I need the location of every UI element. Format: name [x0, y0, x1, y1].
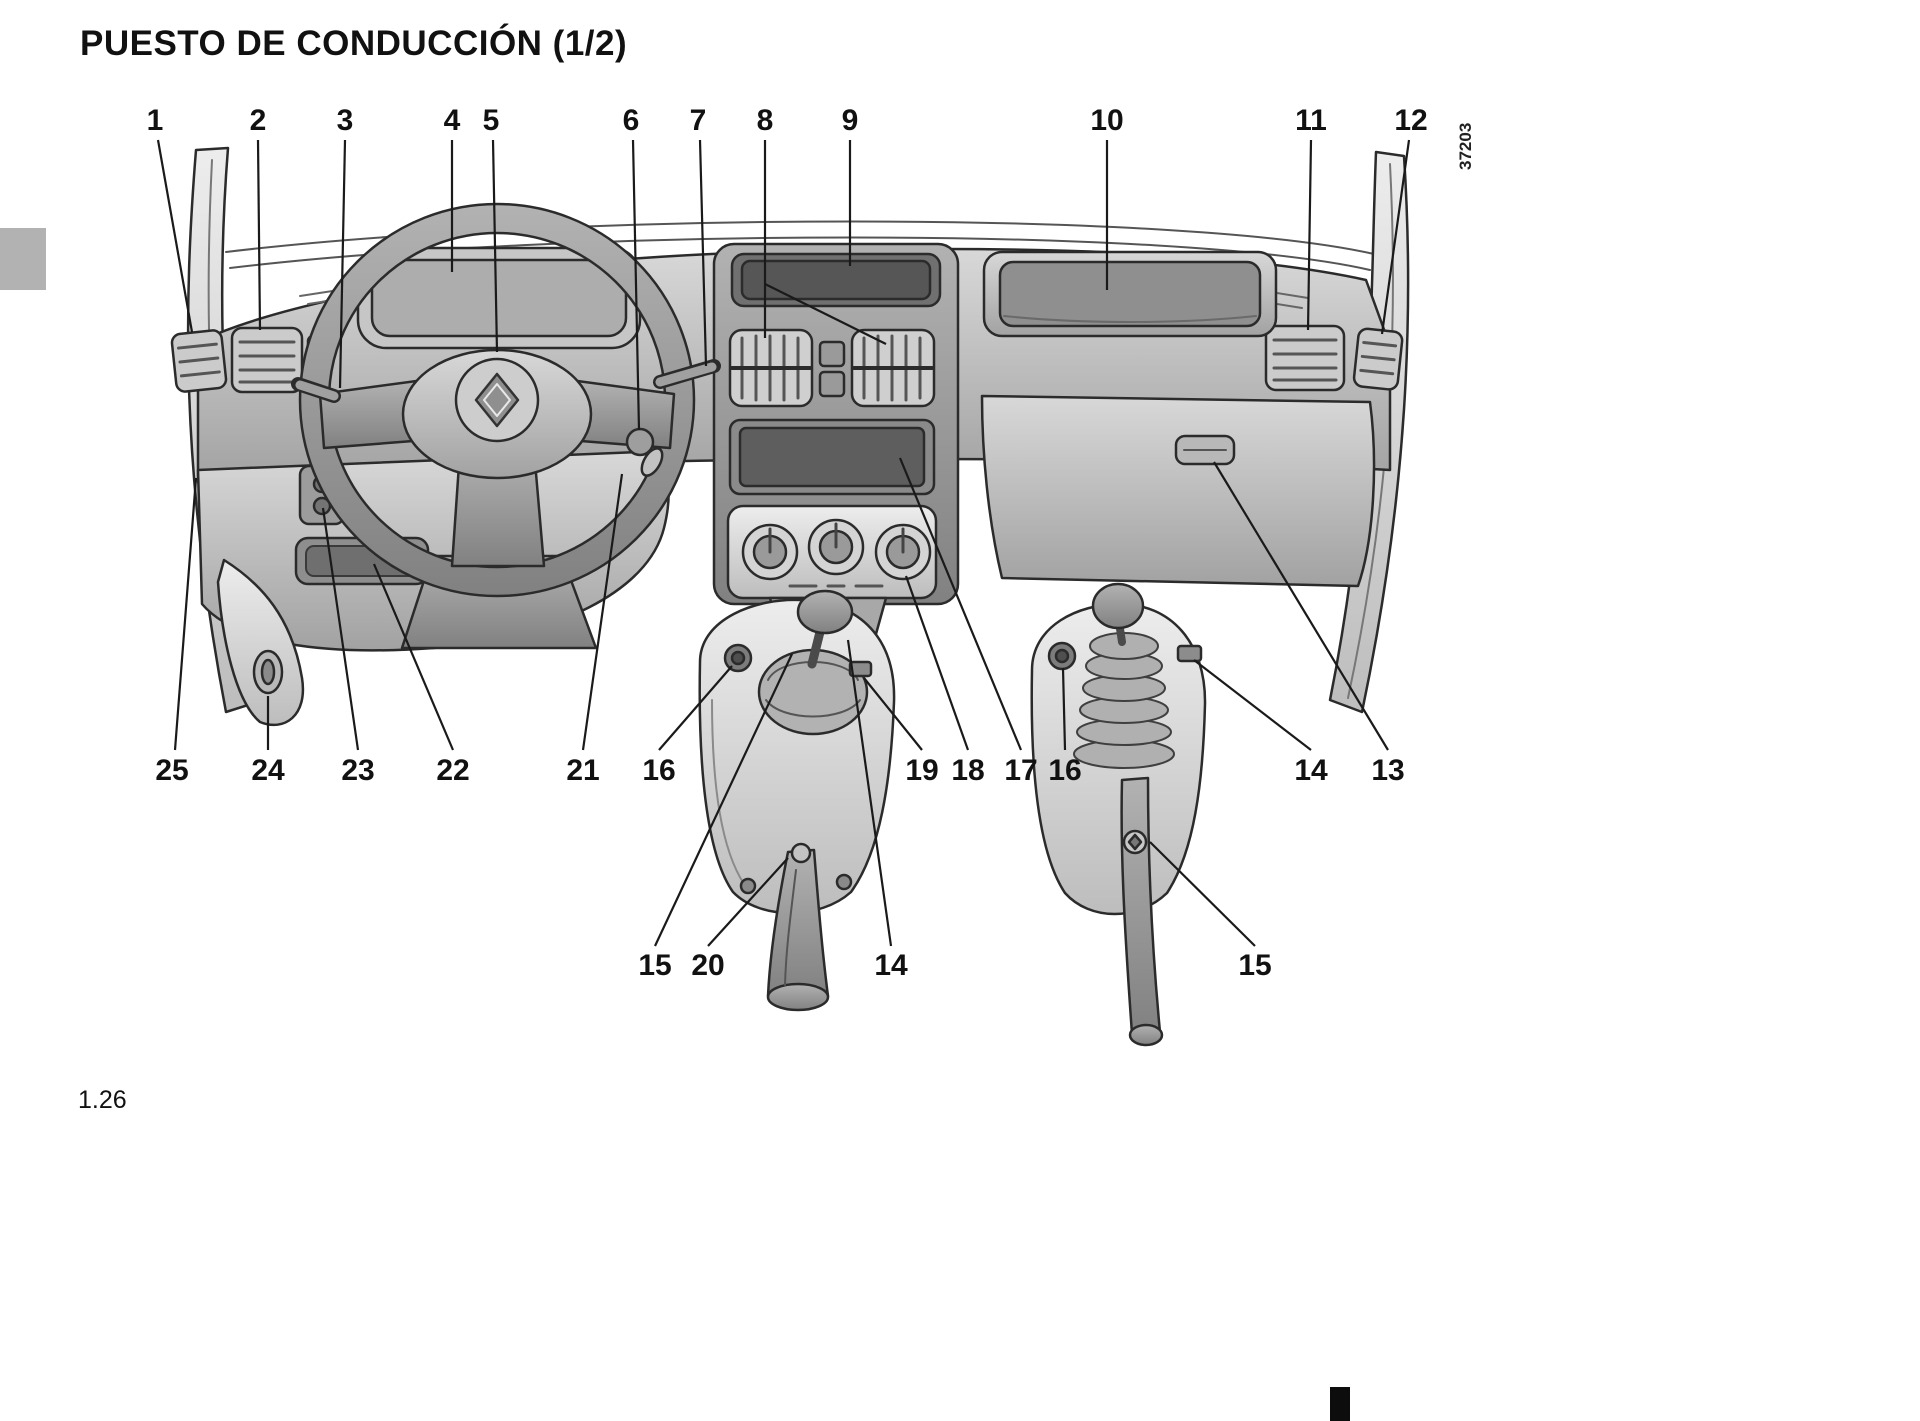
- callout-13: 13: [1371, 754, 1405, 787]
- leader-line-12: [1380, 139, 1411, 335]
- leader-line-20: [707, 857, 789, 947]
- right-stalk: [653, 359, 721, 389]
- callout-6: 6: [622, 104, 640, 137]
- leader-line-1: [156, 139, 194, 333]
- callout-24: 24: [251, 754, 285, 787]
- leader-line-14: [846, 639, 893, 947]
- climate-knob: [807, 518, 865, 576]
- leader-line-11: [1306, 139, 1313, 331]
- leader-line-5: [491, 139, 499, 353]
- climate-knob: [741, 523, 799, 581]
- callout-17: 17: [1004, 754, 1038, 787]
- leader-line-13: [1213, 461, 1389, 751]
- leader-line-25: [173, 477, 198, 751]
- left-air-vents: [170, 326, 336, 394]
- callout-15: 15: [1238, 949, 1272, 982]
- callout-22: 22: [436, 754, 470, 787]
- page-number: 1.26: [78, 1086, 127, 1114]
- console-switch: [848, 660, 873, 678]
- upper-storage: [982, 250, 1278, 338]
- callout-8: 8: [756, 104, 774, 137]
- footer-tab-marker: [1330, 1387, 1350, 1421]
- page-title: PUESTO DE CONDUCCIÓN (1/2): [80, 24, 628, 63]
- callout-12: 12: [1394, 104, 1428, 137]
- callout-21: 21: [566, 754, 600, 787]
- callout-2: 2: [249, 104, 267, 137]
- callout-16: 16: [642, 754, 676, 787]
- callout-15: 15: [638, 949, 672, 982]
- leader-line-21: [581, 473, 624, 751]
- callout-18: 18: [951, 754, 985, 787]
- leader-line-16: [658, 665, 733, 751]
- console-left: [698, 589, 896, 1012]
- callout-14: 14: [1294, 754, 1328, 787]
- gear-knob-right: [1091, 582, 1145, 630]
- leader-line-22: [372, 563, 455, 751]
- callout-20: 20: [691, 949, 725, 982]
- left-stalk: [291, 377, 341, 403]
- leader-line-17: [898, 457, 1023, 751]
- callout-16: 16: [1048, 754, 1082, 787]
- callout-9: 9: [841, 104, 859, 137]
- callout-7: 7: [689, 104, 707, 137]
- leader-line-15: [654, 653, 793, 947]
- steering-wheel: [298, 202, 696, 598]
- callout-3: 3: [336, 104, 354, 137]
- leader-line-3: [338, 139, 347, 389]
- leader-line-2: [256, 139, 262, 331]
- leader-line-23: [321, 507, 360, 751]
- console-switch-right: [1176, 644, 1203, 663]
- leader-line-16: [1061, 667, 1067, 751]
- callout-5: 5: [482, 104, 500, 137]
- ignition-switch: [625, 427, 664, 477]
- callout-10: 10: [1090, 104, 1124, 137]
- callout-1: 1: [146, 104, 164, 137]
- callout-11: 11: [1295, 104, 1327, 137]
- right-air-vents: [1264, 324, 1404, 392]
- callout-23: 23: [341, 754, 375, 787]
- leader-line-19: [863, 677, 923, 751]
- center-stack: [712, 242, 960, 606]
- console-right: [1030, 582, 1207, 1047]
- leader-line-8: [764, 283, 887, 345]
- renault-diamond-icon: [474, 372, 520, 428]
- leader-line-7: [698, 139, 708, 367]
- leader-line-6: [631, 139, 641, 431]
- callout-25: 25: [155, 754, 189, 787]
- instrument-cluster: [356, 246, 642, 350]
- leader-line-14: [1193, 659, 1312, 751]
- glovebox: [980, 394, 1376, 588]
- leader-line-18: [904, 575, 970, 751]
- leader-line-15: [1149, 841, 1256, 947]
- climate-knob: [874, 523, 932, 581]
- section-tab-marker: [0, 228, 46, 290]
- callout-14: 14: [874, 949, 908, 982]
- callout-19: 19: [905, 754, 939, 787]
- gear-knob: [796, 589, 854, 635]
- callout-4: 4: [443, 104, 461, 137]
- headlamp-adjuster: [216, 558, 305, 727]
